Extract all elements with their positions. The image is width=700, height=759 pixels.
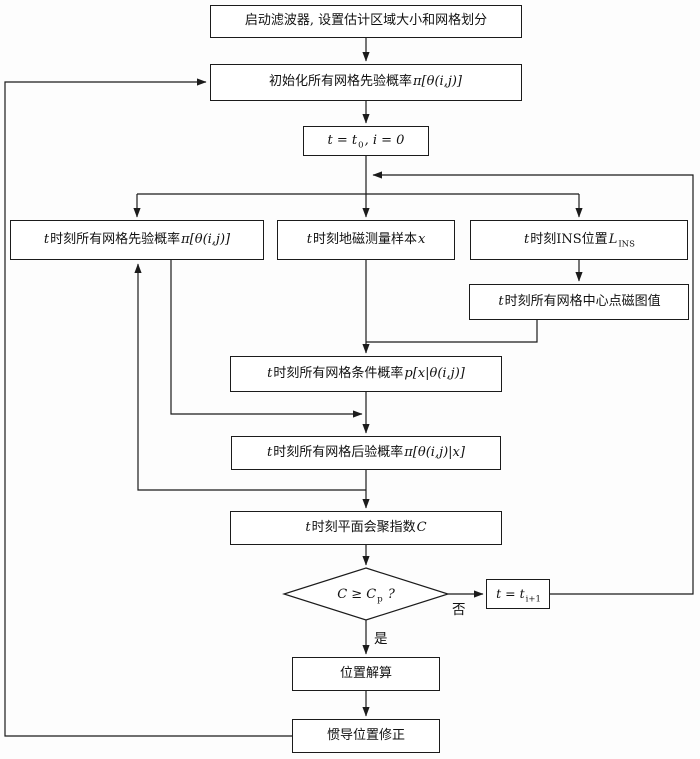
edge-magmap-merge (366, 320, 538, 343)
edge-prior-join (170, 260, 363, 418)
math-text: L (608, 231, 618, 247)
node-set-time-label: t = t0, i = 0 (327, 132, 405, 151)
node-ins-position: t时刻INS位置LINS (470, 220, 688, 260)
subscript-text: INS (618, 239, 635, 250)
math-text: C (416, 519, 427, 535)
node-position-solve: 位置解算 (292, 657, 440, 691)
edge-correct-init-loop (4, 78, 292, 737)
node-grid-map-label: t时刻所有网格中心点磁图值 (498, 293, 661, 309)
node-next-time-label: t = ti+1 (496, 586, 541, 605)
node-init-prior: 初始化所有网格先验概率π[θ(i,j)] (210, 64, 522, 101)
node-cond-prob: t时刻所有网格条件概率p[x|θ(i,j)] (230, 356, 502, 392)
node-posterior-label: t时刻所有网格后验概率π[θ(i,j)|x] (267, 444, 465, 460)
node-prior-prob: t时刻所有网格先验概率π[θ(i,j)] (10, 220, 264, 260)
edge-post-prior-feedback (134, 263, 366, 491)
node-set-time: t = t0, i = 0 (303, 126, 429, 156)
node-start-label: 启动滤波器, 设置估计区域大小和网格划分 (244, 13, 488, 29)
node-mag-sample-label: t时刻地磁测量样本x (306, 231, 426, 247)
subscript-text: p (377, 594, 383, 605)
math-text: p[x|θ(i,j)] (404, 365, 465, 381)
decision-convergence: C ≥ Cp ? (296, 581, 436, 607)
node-prior-label: t时刻所有网格先验概率π[θ(i,j)] (43, 231, 231, 247)
node-init-label: 初始化所有网格先验概率π[θ(i,j)] (269, 74, 462, 90)
node-next-time: t = ti+1 (486, 579, 550, 609)
math-text: π[θ(i,j)] (181, 231, 231, 247)
node-ins-correction: 惯导位置修正 (292, 719, 440, 753)
node-position-solve-label: 位置解算 (339, 665, 392, 681)
subscript-text: 0 (358, 140, 364, 151)
subscript-text: i+1 (525, 594, 541, 605)
math-text: π[θ(i,j)|x] (404, 444, 465, 460)
node-convergence-label: t时刻平面会聚指数C (305, 519, 427, 535)
node-grid-map-values: t时刻所有网格中心点磁图值 (469, 284, 689, 320)
edge-tnext-loop (372, 171, 694, 595)
node-convergence-index: t时刻平面会聚指数C (230, 511, 502, 545)
label-no: 否 (452, 602, 466, 618)
decision-label: C ≥ Cp ? (337, 586, 395, 605)
node-mag-sample: t时刻地磁测量样本x (277, 220, 455, 260)
node-cond-label: t时刻所有网格条件概率p[x|θ(i,j)] (267, 365, 465, 381)
math-text: x (417, 231, 426, 247)
label-yes: 是 (374, 631, 388, 647)
node-posterior-prob: t时刻所有网格后验概率π[θ(i,j)|x] (231, 436, 501, 470)
node-ins-label: t时刻INS位置LINS (524, 231, 635, 250)
decision-diamond (282, 567, 450, 621)
math-text: π[θ(i,j)] (413, 74, 462, 90)
node-start: 启动滤波器, 设置估计区域大小和网格划分 (210, 5, 522, 38)
node-ins-correction-label: 惯导位置修正 (326, 727, 405, 743)
